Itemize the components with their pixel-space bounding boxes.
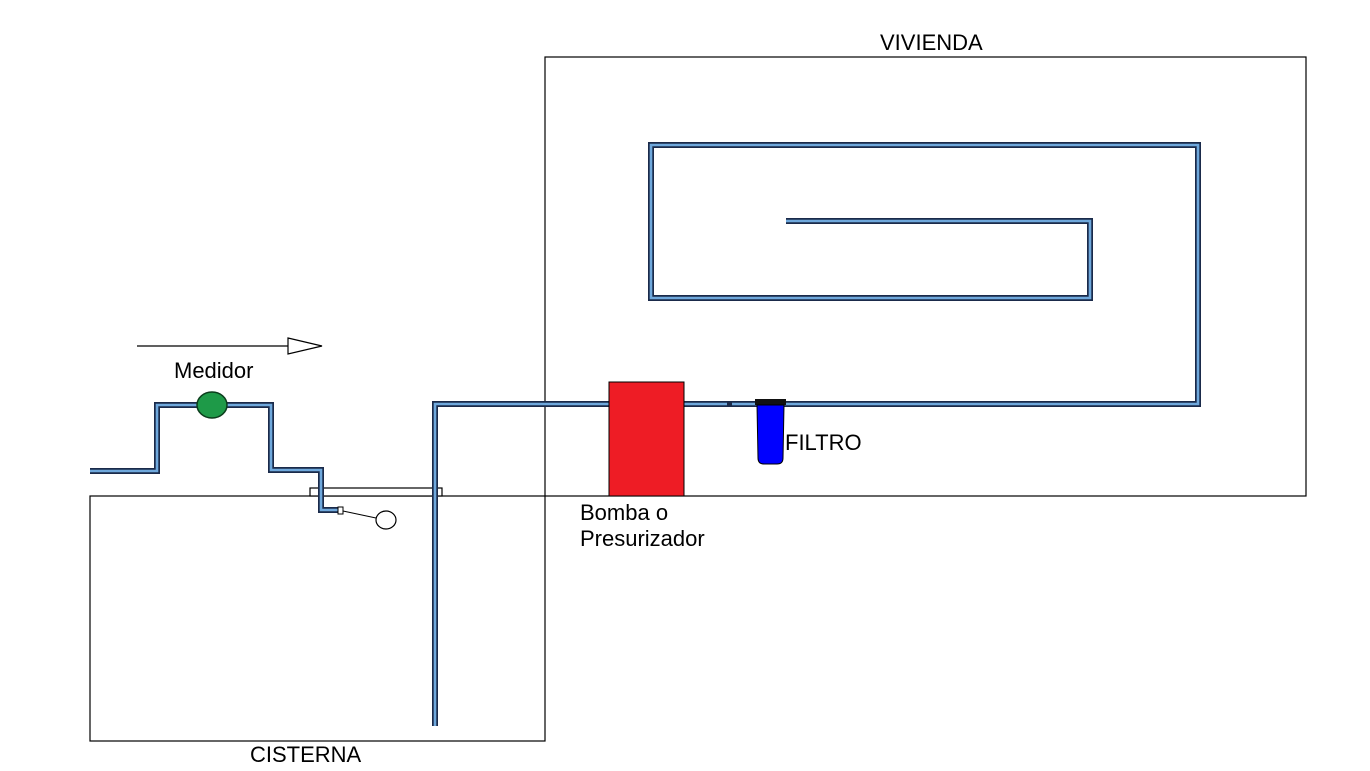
vivienda-label: VIVIENDA (880, 30, 983, 55)
filter-cartridge-icon (755, 399, 786, 465)
flow-arrow-icon (137, 337, 323, 355)
pipe-joint (727, 402, 732, 407)
filtro-label: FILTRO (785, 430, 862, 455)
cisterna-outline (89, 495, 546, 742)
medidor-label: Medidor (174, 358, 253, 383)
supply-pipe (432, 142, 1201, 726)
cisterna-label: CISTERNA (250, 742, 362, 767)
pump-icon (608, 381, 685, 497)
vivienda-outline (544, 56, 1307, 497)
bomba-label-line1: Bomba o (580, 500, 668, 525)
cisterna-lid (309, 487, 443, 497)
bomba-label-line2: Presurizador (580, 526, 705, 551)
inlet-pipe (90, 402, 340, 513)
float-valve-icon (337, 506, 397, 530)
water-meter-icon (196, 391, 228, 419)
